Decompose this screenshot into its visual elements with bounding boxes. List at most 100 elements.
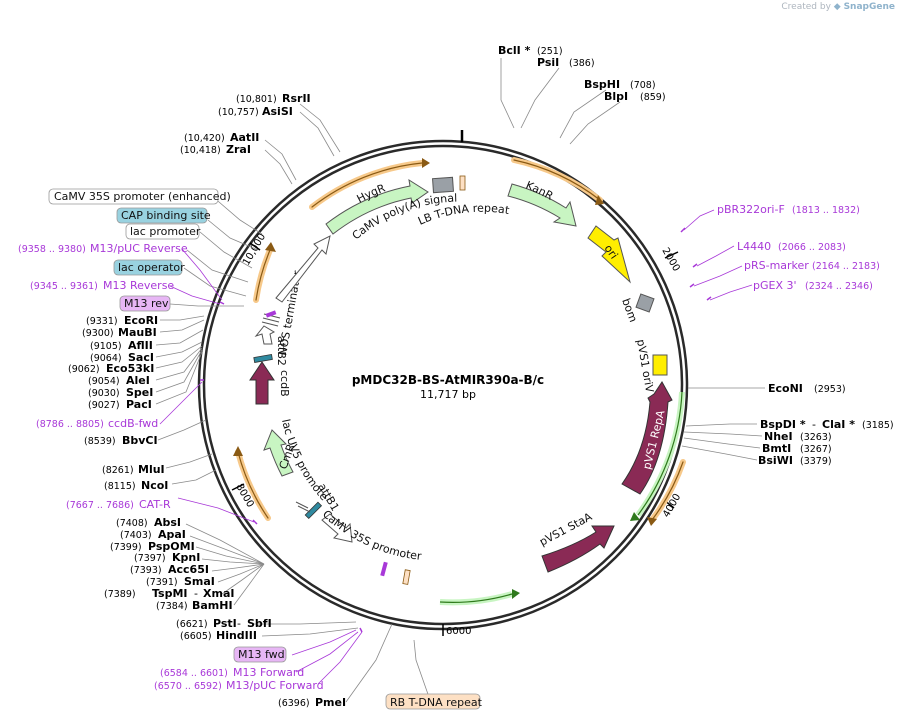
attb1-box — [304, 501, 323, 520]
primer-marks — [200, 227, 712, 633]
enzyme-pmei: PmeI — [315, 696, 346, 709]
enzyme-kpni: KpnI — [172, 551, 200, 564]
credit-prefix: Created by — [781, 2, 831, 12]
enzyme-spei: SpeI — [126, 386, 153, 399]
primer-cat-r-pos: (7667 .. 7686) — [66, 500, 134, 511]
ccdb-arrow — [249, 361, 275, 405]
ccdb-label: ccdB — [278, 370, 291, 397]
leaders-right — [681, 387, 765, 461]
primer-pgex3-pos: (2324 .. 2346) — [805, 281, 873, 292]
enzyme-aatii-pos: (10,420) — [184, 133, 225, 144]
tick-8000 — [231, 483, 245, 491]
leaders-bottom — [185, 523, 431, 703]
plasmid-length: 11,717 bp — [420, 388, 476, 401]
plasmid-name: pMDC32B-BS-AtMIR390a-B/c — [352, 373, 544, 387]
rb-mark — [402, 569, 411, 585]
cmr-arrow — [263, 429, 294, 477]
enzyme-spei-pos: (9030) — [88, 388, 120, 399]
box-cap-site-text: CAP binding site — [121, 209, 211, 222]
enzyme-bsiwi-pos: (3379) — [800, 456, 832, 467]
box-m13-fwd-text: M13 fwd — [238, 648, 285, 661]
bom-label: bom — [619, 297, 640, 324]
kanr-arrow — [507, 183, 577, 227]
enzyme-eco53ki: Eco53kI — [106, 362, 154, 375]
enzyme-tspmi: TspMI — [152, 587, 188, 600]
enzyme-ecori-pos: (9331) — [86, 316, 118, 327]
enzyme-asisi: AsiSI — [262, 105, 293, 118]
primer-ccdb-fwd: ccdB-fwd — [108, 417, 158, 430]
enzyme-saci: SacI — [128, 351, 154, 364]
enzyme-smai-pos: (7391) — [146, 577, 178, 588]
primer-m13-forward-pos: (6584 .. 6601) — [160, 668, 228, 679]
enzyme-mlui: MluI — [138, 463, 165, 476]
leaders-top — [264, 58, 621, 185]
leaders-primers — [159, 209, 753, 685]
primer-l4440: L4440 — [737, 240, 771, 253]
lb-box — [459, 175, 466, 191]
bom-box — [635, 293, 655, 313]
tick-label-2000: 2000 — [659, 246, 681, 274]
enzyme-maubi-pos: (9300) — [82, 328, 114, 339]
primer-m13puc-reverse: M13/pUC Reverse — [90, 242, 188, 255]
repa-arrow — [621, 381, 673, 495]
enzyme-smai: SmaI — [184, 575, 215, 588]
enzyme-psti-pos: (6621) — [176, 619, 208, 630]
enzyme-ncoi: NcoI — [141, 479, 168, 492]
enzyme-psti-sep: - — [237, 617, 241, 630]
enzyme-apai-pos: (7403) — [120, 530, 152, 541]
polya-box — [432, 176, 454, 194]
ori-arrow — [587, 225, 631, 284]
box-camv-enhanced-text: CaMV 35S promoter (enhanced) — [54, 190, 231, 203]
primer-cat-r: CAT-R — [139, 498, 171, 511]
enzyme-clai-pos: (3185) — [862, 420, 894, 431]
staa-arrow — [541, 525, 615, 573]
attb2-label: attB2 — [275, 336, 288, 366]
primer-pbr322ori-f-pos: (1813 .. 1832) — [792, 205, 860, 216]
hygr-arrow — [325, 178, 429, 235]
enzyme-rsrii-pos: (10,801) — [236, 94, 277, 105]
enzyme-saci-pos: (9064) — [90, 353, 122, 364]
snapgene-credit: Created by ◆ SnapGene — [781, 2, 895, 12]
enzyme-absi-pos: (7408) — [116, 518, 148, 529]
box-lac-promoter-text: lac promoter — [130, 225, 201, 238]
primer-l4440-pos: (2066 .. 2083) — [778, 242, 846, 253]
box-lac-operator — [113, 259, 183, 276]
tick-2000 — [664, 251, 679, 259]
orf-left-outer — [253, 247, 273, 303]
enzyme-bbvci-pos: (8539) — [84, 436, 116, 447]
oriv-box — [652, 354, 668, 376]
orf-arrowheads — [233, 158, 657, 526]
enzyme-xmai: XmaI — [203, 587, 234, 600]
enzyme-tspmi-pos: (7389) — [104, 589, 136, 600]
primer-m13-reverse: M13 Reverse — [103, 279, 174, 292]
m13fwd-mark — [380, 561, 388, 577]
enzyme-bcli-pos: (251) — [537, 46, 563, 57]
primer-m13puc-reverse-pos: (9358 .. 9380) — [18, 244, 86, 255]
enzyme-bcli: BclI * — [498, 44, 531, 57]
primer-pgex3: pGEX 3' — [753, 279, 797, 292]
enzyme-asisi-pos: (10,757) — [218, 107, 259, 118]
attb2-box — [253, 354, 273, 363]
lac-uv5-mark — [295, 501, 311, 513]
green-tracks — [439, 391, 685, 606]
snapgene-logo-icon: ◆ — [833, 2, 841, 12]
enzyme-econi-pos: (2953) — [814, 384, 846, 395]
enzyme-bamhi: BamHI — [192, 599, 233, 612]
camv35s-label: CaMV 35S promoter — [320, 508, 423, 563]
primer-prs-marker-pos: (2164 .. 2183) — [812, 261, 880, 272]
enzyme-kpni-pos: (7397) — [134, 553, 166, 564]
enzyme-maubi: MauBI — [118, 326, 157, 339]
enzyme-bsiwi: BsiWI — [758, 454, 793, 467]
enzyme-bsphi-pos: (708) — [630, 80, 656, 91]
enzyme-bmti-pos: (3267) — [800, 444, 832, 455]
enzyme-ncoi-pos: (8115) — [104, 481, 136, 492]
enzyme-bspdi: BspDI * — [760, 418, 806, 431]
enzyme-acc65i: Acc65I — [168, 563, 209, 576]
tick-label-6000: 6000 — [446, 626, 471, 637]
enzyme-nhei-pos: (3263) — [800, 432, 832, 443]
box-m13-rev — [119, 295, 171, 312]
enzyme-bamhi-pos: (7384) — [156, 601, 188, 612]
enzyme-alei: AleI — [126, 374, 150, 387]
enzyme-nhei: NheI — [764, 430, 793, 443]
